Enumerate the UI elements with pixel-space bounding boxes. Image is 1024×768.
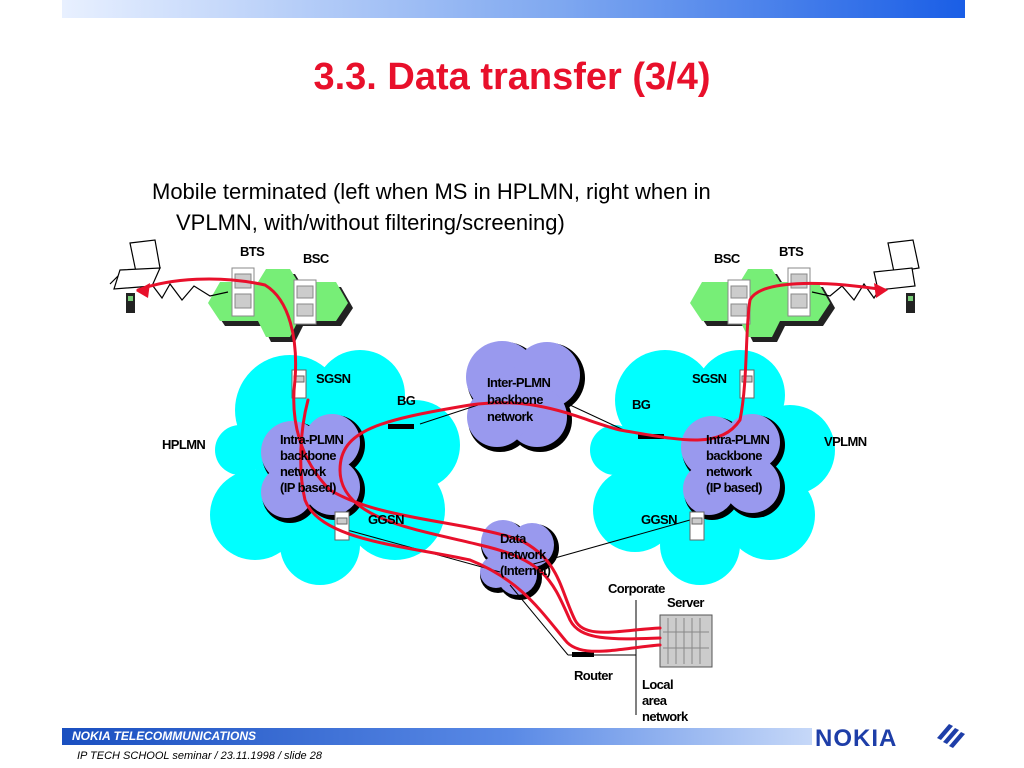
left-backbone-line4: (IP based) <box>280 480 336 495</box>
lan-line1: Local <box>642 677 673 692</box>
right-bts-label: BTS <box>779 244 804 259</box>
right-backbone-line4: (IP based) <box>706 480 762 495</box>
slide-subtitle: Mobile terminated (left when MS in HPLMN… <box>152 176 912 238</box>
router-device <box>572 652 594 657</box>
data-network-line3: (Internet) <box>500 563 551 578</box>
lan-line2: area <box>642 693 668 708</box>
right-ggsn-label: GGSN <box>641 512 677 527</box>
footer-slide-info: IP TECH SCHOOL seminar / 23.11.1998 / sl… <box>77 750 322 762</box>
data-network-line1: Data <box>500 531 527 546</box>
right-backbone-line3: network <box>706 464 753 479</box>
right-backbone-line1: Intra-PLMN <box>706 432 770 447</box>
left-data-path-return <box>299 398 662 653</box>
left-intra-plmn-cloud <box>261 414 365 523</box>
corporate-server <box>659 614 713 668</box>
inter-plmn-line2: backbone <box>487 392 543 407</box>
data-path-lines <box>136 277 887 653</box>
right-bg-label: BG <box>632 397 651 412</box>
top-header-bar <box>62 0 965 18</box>
left-bg-label: BG <box>397 393 416 408</box>
vplmn-label: VPLMN <box>824 434 867 449</box>
right-ggsn-device <box>689 511 705 541</box>
right-bsc-label: BSC <box>714 251 741 266</box>
inter-plmn-line3: network <box>487 409 534 424</box>
left-data-path <box>136 277 662 634</box>
right-sgsn-label: SGSN <box>692 371 727 386</box>
nokia-logo: NOKIA <box>815 724 965 752</box>
left-bsc-cabinet <box>293 279 317 325</box>
left-arrowhead <box>136 283 150 298</box>
footer-bar <box>62 728 812 745</box>
data-network-line2: network <box>500 547 547 562</box>
footer-company: NOKIA TELECOMMUNICATIONS <box>72 729 256 743</box>
right-bss-shape <box>690 269 835 342</box>
nokia-logo-text: NOKIA <box>815 725 897 752</box>
left-backbone-line2: backbone <box>280 448 336 463</box>
subtitle-line-2: VPLMN, with/without filtering/screening) <box>176 210 565 235</box>
right-bsc-cabinet <box>727 279 751 325</box>
left-laptop-icon <box>109 239 161 290</box>
lan-line3: network <box>642 709 689 724</box>
left-backbone-line1: Intra-PLMN <box>280 432 344 447</box>
subtitle-line-1: Mobile terminated (left when MS in HPLMN… <box>152 179 711 204</box>
inter-plmn-line1: Inter-PLMN <box>487 375 551 390</box>
left-bg-device <box>388 424 414 429</box>
router-label: Router <box>574 668 613 683</box>
corporate-label: Corporate <box>608 581 665 596</box>
hplmn-label: HPLMN <box>162 437 205 452</box>
right-phone-icon <box>906 293 915 313</box>
left-phone-icon <box>126 293 135 313</box>
left-radio-link <box>149 281 229 301</box>
right-backbone-line2: backbone <box>706 448 762 463</box>
right-data-path <box>338 281 887 641</box>
right-bts-cabinet <box>787 267 811 317</box>
slide-title: 3.3. Data transfer (3/4) <box>313 56 711 98</box>
right-radio-link <box>811 281 885 302</box>
left-backbone-line3: network <box>280 464 327 479</box>
left-ggsn-label: GGSN <box>368 512 404 527</box>
right-laptop-icon <box>873 239 920 291</box>
server-label: Server <box>667 595 704 610</box>
left-ggsn-device <box>334 511 350 541</box>
nokia-wave-icon <box>937 724 965 748</box>
left-sgsn-label: SGSN <box>316 371 351 386</box>
left-bts-cabinet <box>231 267 255 317</box>
right-arrowhead <box>874 283 888 298</box>
left-bts-label: BTS <box>240 244 265 259</box>
left-bsc-label: BSC <box>303 251 330 266</box>
